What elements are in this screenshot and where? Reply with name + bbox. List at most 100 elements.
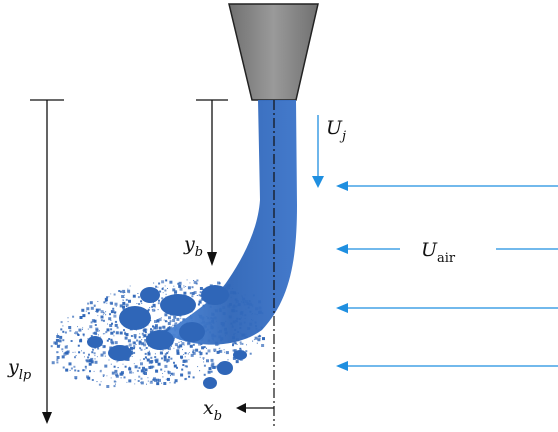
spray-droplet bbox=[82, 327, 84, 329]
spray-droplet bbox=[119, 372, 123, 376]
spray-droplet bbox=[157, 286, 159, 288]
spray-droplet bbox=[163, 358, 167, 362]
spray-droplet bbox=[133, 334, 137, 338]
spray-droplet bbox=[240, 343, 242, 345]
spray-droplet bbox=[126, 357, 130, 361]
spray-droplet bbox=[108, 359, 110, 361]
spray-droplet bbox=[188, 359, 190, 361]
spray-droplet bbox=[205, 352, 208, 355]
spray-droplet bbox=[199, 299, 201, 301]
spray-droplet bbox=[142, 336, 144, 338]
spray-droplet bbox=[171, 372, 175, 376]
spray-droplet bbox=[180, 341, 182, 342]
spray-droplet bbox=[104, 297, 108, 301]
spray-droplet bbox=[184, 359, 188, 363]
spray-droplet bbox=[122, 305, 125, 309]
spray-droplet bbox=[134, 383, 136, 385]
spray-droplet bbox=[109, 302, 111, 304]
spray-droplet bbox=[114, 341, 118, 345]
spray-droplet bbox=[131, 350, 133, 352]
spray-droplet bbox=[126, 381, 128, 383]
spray-droplet bbox=[160, 317, 162, 319]
spray-droplet bbox=[54, 341, 58, 345]
spray-droplet bbox=[179, 287, 183, 291]
spray-droplet bbox=[197, 366, 199, 368]
spray-droplet bbox=[62, 330, 65, 333]
spray-droplet bbox=[259, 338, 261, 340]
spray-droplet bbox=[143, 341, 145, 343]
spray-droplet bbox=[153, 282, 155, 284]
spray-droplet bbox=[254, 336, 258, 340]
spray-droplet bbox=[124, 336, 128, 340]
spray-droplet bbox=[132, 372, 134, 374]
spray-droplet bbox=[119, 331, 123, 335]
spray-droplet bbox=[169, 382, 171, 384]
jet-velocity-arrow bbox=[312, 115, 324, 188]
spray-droplet bbox=[131, 352, 134, 355]
spray-droplet bbox=[114, 383, 116, 385]
spray-droplet bbox=[184, 356, 186, 358]
spray-droplet bbox=[144, 368, 146, 370]
spray-droplet bbox=[147, 308, 150, 311]
spray-droplet bbox=[138, 375, 141, 378]
spray-droplet bbox=[125, 333, 129, 337]
spray-droplet bbox=[111, 371, 115, 375]
spray-droplet bbox=[225, 351, 229, 355]
spray-droplet bbox=[197, 303, 200, 306]
spray-droplet bbox=[148, 351, 150, 353]
spray-droplet bbox=[167, 322, 171, 325]
spray-droplet bbox=[124, 331, 127, 334]
spray-droplet bbox=[158, 326, 162, 330]
spray-droplet bbox=[139, 333, 141, 335]
spray-droplet bbox=[74, 351, 76, 353]
spray-droplet bbox=[152, 302, 154, 304]
spray-droplet bbox=[145, 358, 147, 360]
spray-droplet bbox=[110, 328, 113, 331]
spray-droplet bbox=[155, 369, 159, 373]
spray-droplet bbox=[99, 370, 102, 373]
spray-droplet bbox=[56, 358, 59, 361]
spray-droplet bbox=[162, 353, 164, 355]
spray-droplet bbox=[102, 319, 105, 322]
spray-droplet bbox=[81, 308, 85, 312]
spray-droplet bbox=[173, 361, 175, 364]
spray-droplet bbox=[62, 351, 64, 353]
spray-droplet bbox=[51, 361, 55, 365]
spray-droplet bbox=[163, 382, 167, 385]
spray-droplet bbox=[67, 317, 69, 319]
label-y-b: yb bbox=[183, 233, 203, 260]
spray-droplet bbox=[106, 339, 109, 342]
spray-droplet bbox=[123, 376, 126, 379]
spray-droplet bbox=[92, 332, 95, 335]
spray-droplet bbox=[62, 366, 65, 369]
spray-droplet bbox=[118, 290, 121, 292]
spray-droplet bbox=[148, 360, 152, 364]
spray-droplet bbox=[183, 286, 185, 288]
spray-droplet bbox=[181, 342, 185, 346]
spray-droplet bbox=[85, 368, 87, 370]
spray-droplet bbox=[150, 328, 152, 331]
spray-droplet bbox=[140, 382, 141, 384]
spray-droplet bbox=[55, 338, 59, 342]
spray-droplet bbox=[218, 350, 221, 353]
spray-droplet bbox=[217, 281, 220, 285]
spray-droplet bbox=[95, 311, 97, 312]
spray-droplet bbox=[167, 351, 169, 353]
spray-droplet bbox=[140, 377, 143, 380]
spray-droplet bbox=[87, 338, 89, 340]
spray-droplet bbox=[192, 351, 195, 354]
spray-droplet bbox=[168, 326, 170, 327]
spray-droplet bbox=[154, 320, 157, 323]
spray-droplet bbox=[79, 339, 83, 343]
spray-droplet bbox=[94, 324, 97, 326]
spray-droplet bbox=[210, 370, 213, 373]
spray-droplet bbox=[135, 344, 137, 345]
spray-droplet bbox=[106, 328, 110, 332]
spray-droplet bbox=[202, 357, 205, 360]
spray-droplet bbox=[233, 341, 236, 344]
spray-droplet bbox=[114, 369, 118, 373]
spray-droplet bbox=[85, 359, 88, 362]
spray-droplet bbox=[180, 317, 182, 319]
spray-droplet bbox=[81, 350, 82, 352]
